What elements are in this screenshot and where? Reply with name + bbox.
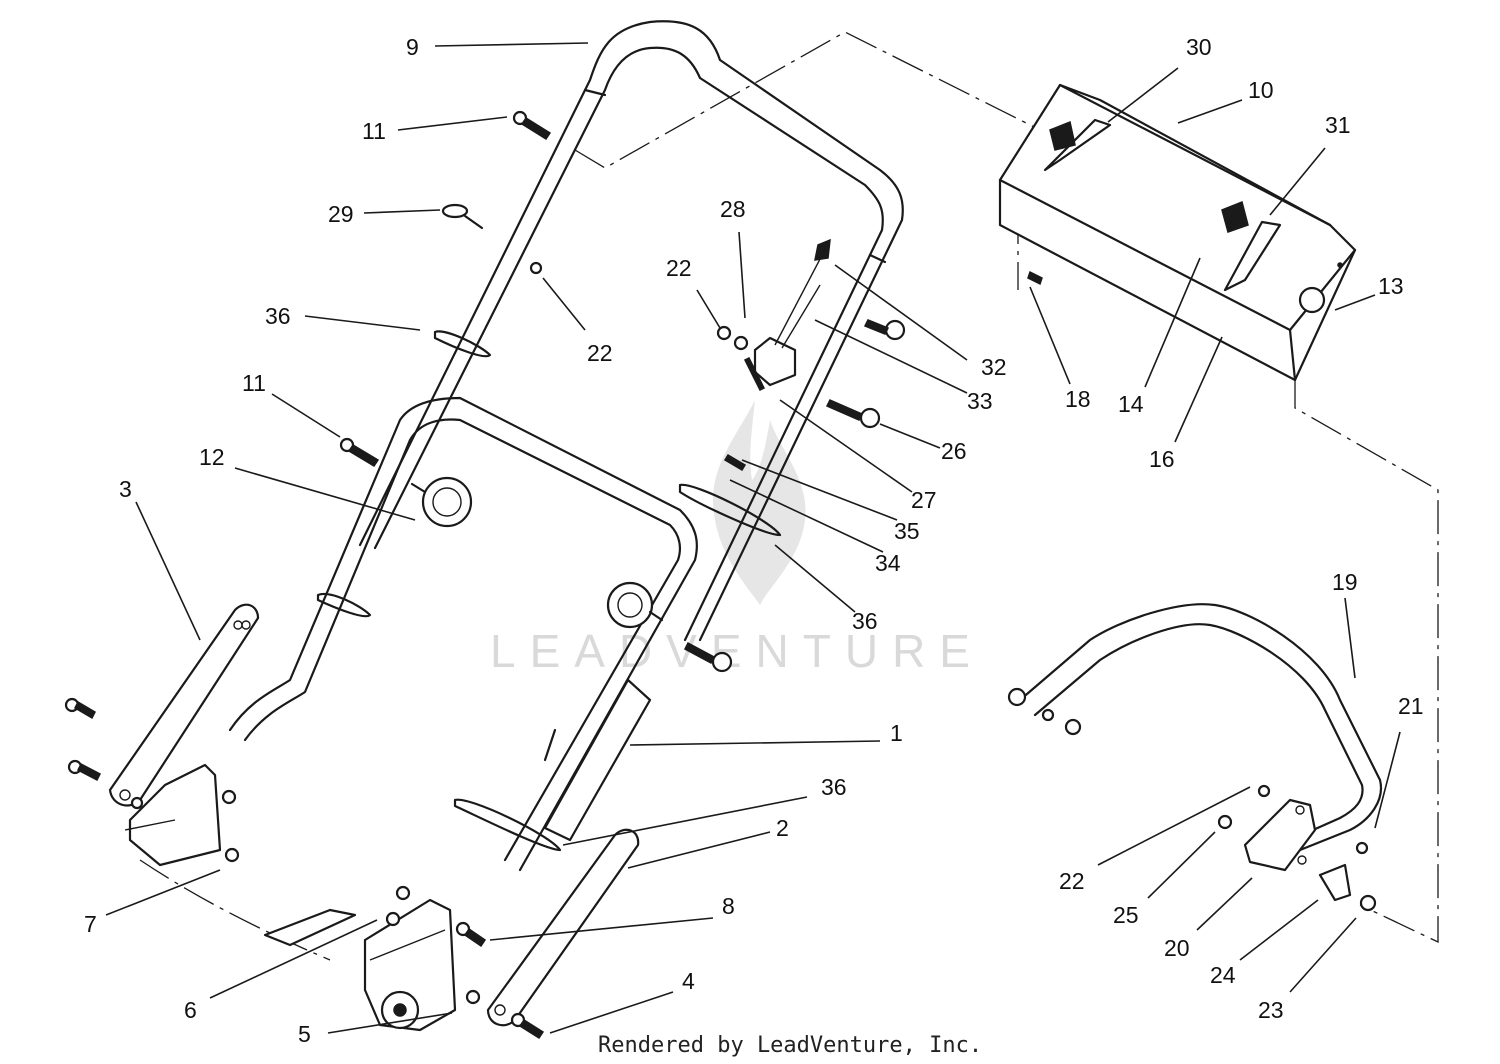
cable-connector-assembly bbox=[723, 238, 831, 472]
watermark-text: LEADVENTURE bbox=[490, 625, 984, 677]
nut-icon bbox=[716, 325, 732, 341]
callout-27: 27 bbox=[911, 487, 937, 513]
footer-credit: Rendered by LeadVenture, Inc. bbox=[598, 1033, 982, 1058]
nut-icon bbox=[529, 261, 543, 275]
bolt-icon bbox=[64, 697, 96, 720]
bolt-icon bbox=[455, 921, 487, 948]
callout-33: 33 bbox=[967, 388, 993, 414]
cam-icon bbox=[1318, 863, 1352, 902]
nut-icon bbox=[465, 989, 481, 1005]
bolt-icon bbox=[1359, 894, 1377, 912]
knob-icon bbox=[606, 581, 664, 629]
callout-8: 8 bbox=[722, 893, 735, 919]
callout-20: 20 bbox=[1164, 935, 1190, 961]
ring-pin-icon bbox=[441, 203, 484, 230]
washer-icon bbox=[733, 335, 749, 351]
callout-9: 9 bbox=[406, 34, 419, 60]
watermark: LEADVENTURE bbox=[490, 400, 984, 677]
bolt-icon bbox=[67, 759, 101, 782]
carriage-bolt-icon bbox=[863, 319, 906, 341]
callout-16: 16 bbox=[1149, 446, 1175, 472]
washer-icon bbox=[130, 796, 144, 810]
bracket-part-3 bbox=[108, 603, 260, 807]
callout-36: 36 bbox=[821, 774, 847, 800]
callout-21: 21 bbox=[1398, 693, 1424, 719]
bail-handle-part-19 bbox=[1007, 603, 1383, 852]
carriage-bolt-icon bbox=[825, 399, 881, 429]
callout-10: 10 bbox=[1248, 77, 1274, 103]
small-parts-21-25 bbox=[1217, 784, 1377, 912]
bolt-icon bbox=[1355, 841, 1369, 855]
carriage-bolt-icon bbox=[684, 641, 733, 673]
callout-11: 11 bbox=[362, 118, 386, 144]
callout-7: 7 bbox=[84, 911, 97, 937]
callout-34: 34 bbox=[875, 550, 901, 576]
callout-18: 18 bbox=[1065, 386, 1091, 412]
callout-5: 5 bbox=[298, 1021, 311, 1047]
callout-24: 24 bbox=[1210, 962, 1236, 988]
nut-icon bbox=[1007, 687, 1027, 707]
callout-labels: 9 11 29 22 36 11 12 3 28 22 32 33 26 27 … bbox=[84, 34, 1424, 1047]
bolt-icon bbox=[510, 1012, 545, 1040]
washer-icon bbox=[1217, 814, 1233, 830]
callout-31: 31 bbox=[1325, 112, 1351, 138]
lower-handle-part-1 bbox=[228, 396, 698, 872]
nut-icon bbox=[395, 885, 411, 901]
upper-handle-part-9 bbox=[358, 20, 904, 642]
callout-35: 35 bbox=[894, 518, 920, 544]
callout-29: 29 bbox=[328, 201, 354, 227]
cable-clips-part-36 bbox=[316, 330, 782, 852]
nut-icon bbox=[1257, 784, 1271, 798]
callout-28: 28 bbox=[720, 196, 746, 222]
callout-11: 11 bbox=[242, 370, 266, 396]
callout-19: 19 bbox=[1332, 569, 1358, 595]
nut-icon bbox=[224, 847, 240, 863]
callout-22: 22 bbox=[1059, 868, 1085, 894]
callout-13: 13 bbox=[1378, 273, 1404, 299]
callout-12: 12 bbox=[199, 444, 225, 470]
assembly-lines bbox=[139, 31, 1439, 961]
callout-1: 1 bbox=[890, 720, 903, 746]
deck-bracket-part-7 bbox=[124, 763, 222, 867]
nut-icon bbox=[1064, 718, 1082, 736]
callout-23: 23 bbox=[1258, 997, 1284, 1023]
screw-part-18 bbox=[1027, 270, 1043, 286]
fasteners bbox=[64, 110, 906, 1040]
height-adjuster-part-6 bbox=[263, 898, 457, 1032]
nut-icon bbox=[221, 789, 237, 805]
callout-25: 25 bbox=[1113, 902, 1139, 928]
bracket-part-20 bbox=[1243, 798, 1317, 872]
knobs-part-12 bbox=[410, 476, 664, 629]
callout-4: 4 bbox=[682, 968, 695, 994]
watermark-flame-icon bbox=[713, 400, 806, 605]
callout-3: 3 bbox=[119, 476, 132, 502]
bracket-part-2 bbox=[486, 828, 640, 1027]
callout-6: 6 bbox=[184, 997, 197, 1023]
callout-36: 36 bbox=[265, 303, 291, 329]
control-panel-parts-10-14-16 bbox=[998, 83, 1357, 382]
knob-icon bbox=[410, 476, 473, 528]
callout-26: 26 bbox=[941, 438, 967, 464]
callout-32: 32 bbox=[981, 354, 1007, 380]
callout-36: 36 bbox=[852, 608, 878, 634]
callout-22: 22 bbox=[666, 255, 692, 281]
nut-icon bbox=[385, 911, 401, 927]
callout-14: 14 bbox=[1118, 391, 1144, 417]
callout-22: 22 bbox=[587, 340, 613, 366]
bolt-icon bbox=[339, 437, 380, 468]
callout-2: 2 bbox=[776, 815, 789, 841]
bolt-icon bbox=[512, 110, 552, 141]
leader-lines bbox=[105, 42, 1401, 1034]
callout-30: 30 bbox=[1186, 34, 1212, 60]
washer-icon bbox=[1041, 708, 1055, 722]
